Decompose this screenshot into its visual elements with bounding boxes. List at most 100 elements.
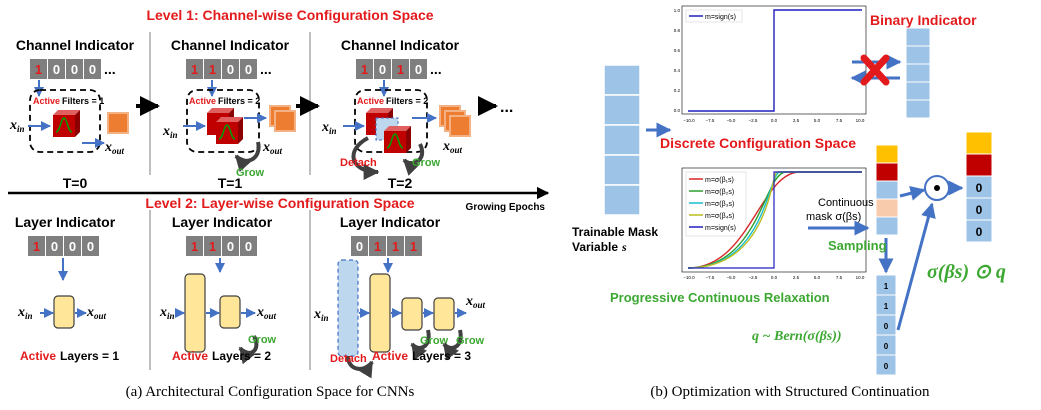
ytick: 0.0 xyxy=(674,108,681,113)
binary-indicator-label: Binary Indicator xyxy=(870,12,977,28)
filter-box xyxy=(186,89,260,153)
active-word: Active xyxy=(357,96,384,106)
filter-box xyxy=(29,89,101,153)
layers-count: Layers = 1 xyxy=(60,349,119,363)
trainable-mask-label-2: Variable xyxy=(572,240,618,254)
output-feature xyxy=(274,110,296,132)
x-in: xin xyxy=(313,307,329,323)
binary-indicator-stack xyxy=(905,27,931,119)
indicator-bit: 1 xyxy=(374,239,381,254)
indicator-bit: 0 xyxy=(89,62,96,77)
filter-cube xyxy=(384,126,411,153)
indicator-cells: 1 1 0 0 xyxy=(186,236,257,256)
continuous-label: Continuous xyxy=(818,197,874,209)
indicator-bit: 0 xyxy=(356,239,363,254)
sign-curve-2 xyxy=(688,171,862,269)
x-in: xin xyxy=(321,120,337,136)
caption-b: (b) Optimization with Structured Continu… xyxy=(650,384,930,400)
sigmoid-legend: m=σ(β₁s) m=σ(β₂s) m=σ(β₃s) m=σ(β₄s) m=si… xyxy=(685,171,747,237)
xtick: −5.0 xyxy=(727,118,736,123)
layer-stage-3: Layer Indicator 0 1 1 1 xin xout Detach … xyxy=(313,214,486,379)
layer-block xyxy=(53,295,75,329)
result-bit: 0 xyxy=(976,225,983,239)
trainable-mask-label: Trainable Mask xyxy=(572,225,658,239)
layer-block xyxy=(219,295,241,329)
level2-title: Level 2: Layer-wise Configuration Space xyxy=(145,195,414,211)
indicator-bit: 1 xyxy=(410,239,417,254)
indicator-bit: 1 xyxy=(209,62,216,77)
indicator-bit: 0 xyxy=(245,239,252,254)
layers-count: Layers = 3 xyxy=(412,349,471,363)
xtick: 7.5 xyxy=(836,275,843,280)
growing-epochs-label: Growing Epochs xyxy=(466,202,546,213)
channel-indicator-label: Channel Indicator xyxy=(16,37,135,53)
indicator-bit: 0 xyxy=(87,239,94,254)
sign-plot-legend: m=sign(s) xyxy=(685,9,743,23)
grow-arrow xyxy=(402,143,424,176)
xtick: 5.0 xyxy=(814,275,821,280)
timestep-t2: T=2 xyxy=(388,175,413,191)
grow-label: Grow xyxy=(236,167,265,179)
progressive-relaxation-label: Progressive Continuous Relaxation xyxy=(610,290,830,305)
layer-stage-2: Layer Indicator 1 1 0 0 xin xout Grow Ac… xyxy=(159,214,277,365)
indicator-bit: 1 xyxy=(35,62,42,77)
arrow xyxy=(896,202,936,331)
output-feature xyxy=(107,112,129,134)
indicator-cells: 1 1 0 0 ... xyxy=(186,59,272,79)
active-word: Active xyxy=(189,96,216,106)
result-bit: 0 xyxy=(976,203,983,217)
indicator-bit: 0 xyxy=(245,62,252,77)
active-word: Active xyxy=(372,349,408,363)
layer-block xyxy=(369,273,391,353)
ytick: 0.6 xyxy=(674,48,681,53)
cross-icon xyxy=(860,54,890,86)
xtick: −10.0 xyxy=(683,118,695,123)
ellipsis: ... xyxy=(430,61,442,77)
indicator-bit: 0 xyxy=(69,239,76,254)
legend-text: m=σ(β₄s) xyxy=(705,213,734,220)
bernoulli-label: q ~ Bern(σ(βs)) xyxy=(752,329,842,344)
indicator-cells: 1 0 0 0 ... xyxy=(30,59,116,79)
xtick: −10.0 xyxy=(683,275,695,280)
x-in: xin xyxy=(162,124,178,140)
result-stack: 0 0 0 xyxy=(965,131,993,243)
output-feature xyxy=(449,115,471,137)
ellipsis: ... xyxy=(500,99,513,116)
grow-label: Grow xyxy=(248,334,277,346)
ytick: 0.4 xyxy=(674,68,681,73)
xtick: 7.5 xyxy=(836,118,843,123)
result-bit: 0 xyxy=(976,181,983,195)
sign-curve xyxy=(688,9,862,112)
grow-arrow xyxy=(234,141,261,173)
indicator-bit: 1 xyxy=(392,239,399,254)
detach-arrow xyxy=(346,355,374,379)
layer-block-detached xyxy=(337,259,359,357)
x-out: xout xyxy=(86,305,107,321)
sampling-label: Sampling xyxy=(828,238,887,253)
indicator-bit: 1 xyxy=(397,62,404,77)
continuous-mask-stack xyxy=(875,144,899,236)
sigmoid-plot: m=σ(β₁s) m=σ(β₂s) m=σ(β₃s) m=σ(β₄s) m=si… xyxy=(681,167,867,280)
legend-text: m=σ(β₂s) xyxy=(705,189,734,196)
indicator-bit: 0 xyxy=(227,62,234,77)
xtick: 2.5 xyxy=(793,275,800,280)
arrow xyxy=(899,185,926,201)
indicator-bit: 0 xyxy=(71,62,78,77)
sigma-q-label: σ(βs) ⊙ q xyxy=(927,261,1006,283)
active-word: Active xyxy=(20,349,56,363)
xtick: 10.0 xyxy=(856,275,865,280)
indicator-bit: 1 xyxy=(33,239,40,254)
x-out: xout xyxy=(256,305,277,321)
indicator-bit: 0 xyxy=(227,239,234,254)
indicator-cells: 1 0 0 0 xyxy=(28,236,99,256)
filters-count: Filters = 2 xyxy=(218,96,260,106)
indicator-bit: 0 xyxy=(379,62,386,77)
